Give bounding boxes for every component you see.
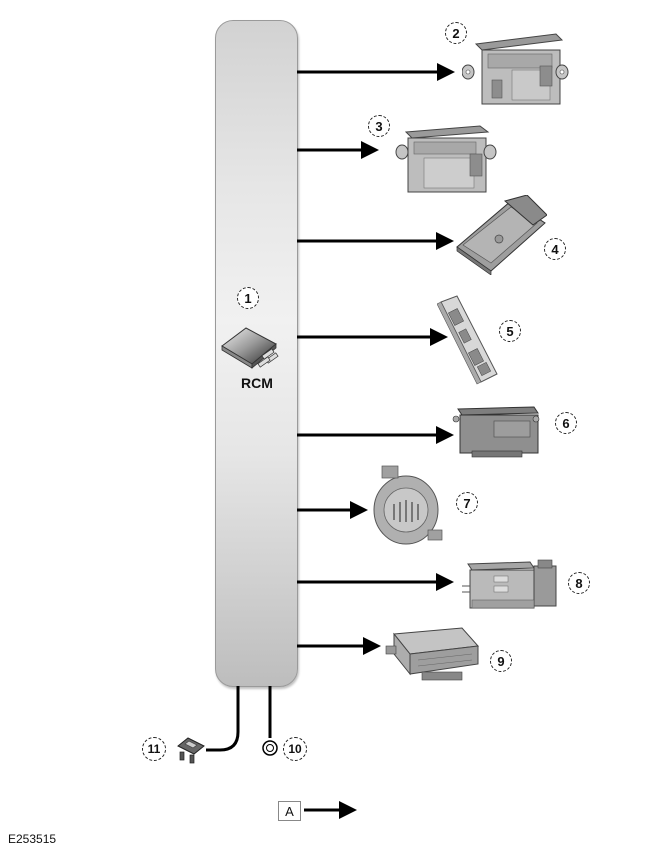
alternator-icon: [373, 465, 443, 545]
figure-id: E253515: [8, 832, 57, 846]
inverter-module-icon: [385, 627, 480, 681]
callout-11: 11: [142, 737, 166, 761]
callout-9: 9: [490, 650, 512, 672]
callout-8: 8: [568, 572, 590, 594]
callout-2: 2: [445, 22, 467, 44]
callout-1: 1: [237, 287, 259, 309]
wire-to-fuse: [206, 686, 240, 752]
legend-label-a: A: [278, 801, 301, 821]
callout-7: 7: [456, 492, 478, 514]
box-module-icon: [452, 406, 540, 458]
callout-6: 6: [555, 412, 577, 434]
control-module-icon: [221, 327, 279, 369]
strip-module-icon: [437, 295, 498, 385]
fuse-box-module-icon: [462, 559, 557, 609]
callout-4: 4: [544, 238, 566, 260]
electronic-module-icon-3: [395, 125, 497, 193]
flat-module-icon: [456, 195, 547, 275]
callout-5: 5: [499, 320, 521, 342]
electronic-module-icon-2: [462, 33, 569, 105]
callout-10: 10: [283, 737, 307, 761]
fuse-icon: [177, 737, 205, 764]
rcm-label: RCM: [241, 375, 273, 391]
callout-3: 3: [368, 115, 390, 137]
